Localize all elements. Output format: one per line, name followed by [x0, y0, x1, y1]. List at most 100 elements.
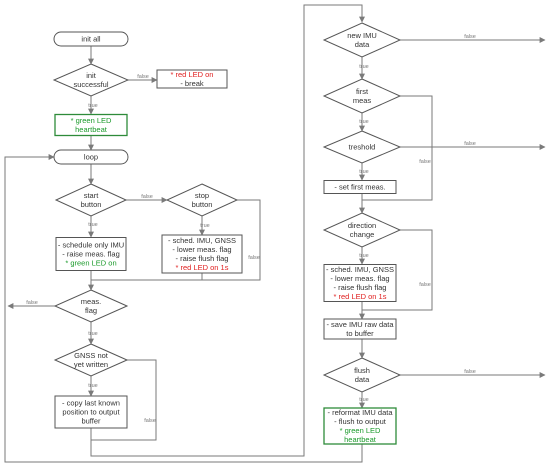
wire-right-exit-return — [4, 154, 363, 463]
loop-terminal-shape — [53, 149, 129, 165]
direction-actions-box-shape — [323, 264, 397, 302]
save-imu-box-shape — [323, 318, 397, 340]
wire-stop-false — [91, 199, 261, 281]
set-first-meas-box-shape — [323, 180, 397, 194]
new-imu-data-decision-text: data — [355, 40, 370, 49]
start-actions-box: - schedule only IMU- raise meas. flag* g… — [55, 237, 127, 271]
treshold-decision-text: treshold — [349, 143, 376, 152]
start-button-decision-shape — [54, 183, 128, 217]
wire-left-bottom-to-right — [90, 4, 365, 457]
start-actions-box-shape — [55, 237, 127, 271]
heartbeat-box-text: heartbeat — [75, 125, 108, 134]
direction-actions-box-text: - raise flush flag — [334, 283, 387, 292]
init-all-terminal-shape — [53, 31, 129, 47]
reformat-box: - reformat IMU data- flush to output* gr… — [323, 407, 397, 445]
loop-terminal: loop — [53, 149, 129, 165]
edge-stop-false: false — [248, 255, 260, 261]
save-imu-box-text: - save IMU raw data — [326, 320, 394, 329]
edge-successful-false: false — [137, 74, 149, 80]
start-button-decision-text: button — [81, 200, 102, 209]
set-first-meas-box: - set first meas. — [323, 180, 397, 194]
edge-start-true: true — [88, 222, 97, 228]
edge-direction-false: false — [419, 282, 431, 288]
treshold-decision: treshold — [322, 130, 402, 164]
copy-position-box-text: position to output — [62, 408, 120, 417]
stop-actions-box-text: * red LED on 1s — [176, 263, 229, 272]
flush-data-decision-shape — [322, 357, 402, 393]
heartbeat-box-shape — [54, 113, 128, 137]
edge-labels: false true false true true false false true true… — [26, 34, 476, 424]
edge-meas-false: false — [26, 300, 38, 306]
loop-terminal-text: loop — [84, 153, 98, 162]
gnss-not-written-decision-shape — [53, 343, 129, 377]
edge-successful-true: true — [88, 103, 97, 109]
reformat-box-text: heartbeat — [344, 435, 377, 444]
edge-treshold-false: false — [464, 141, 476, 147]
reformat-box-shape — [323, 407, 397, 445]
wire-gnss-false — [91, 359, 157, 441]
edge-gnss-false: false — [144, 418, 156, 424]
edge-stop-true: true — [200, 223, 209, 229]
heartbeat-box-text: * green LED — [71, 116, 112, 125]
gnss-not-written-decision-text: yet written — [74, 360, 108, 369]
edge-gnss-true: true — [88, 383, 97, 389]
treshold-decision-shape — [322, 130, 402, 164]
stop-actions-box-text: - lower meas. flag — [172, 245, 231, 254]
stop-button-decision-shape — [165, 183, 239, 217]
init-fail-box-text: - break — [180, 79, 204, 88]
wire-firstmeas-false — [362, 95, 433, 201]
meas-flag-decision-text: flag — [85, 306, 97, 315]
stop-actions-box-text: - raise flush flag — [176, 254, 229, 263]
stop-actions-box: - sched. IMU, GNSS- lower meas. flag- ra… — [161, 234, 243, 274]
start-actions-box-text: * green LED on — [65, 259, 116, 268]
direction-actions-box-text: - lower meas. flag — [330, 274, 389, 283]
start-actions-box-text: - raise meas. flag — [62, 250, 120, 259]
edge-newimu-false: false — [464, 34, 476, 40]
first-meas-decision-text: first — [356, 87, 369, 96]
flush-data-decision-text: data — [355, 375, 370, 384]
edge-firstmeas-true: true — [359, 119, 368, 125]
edge-newimu-true: true — [359, 64, 368, 70]
stop-actions-box-text: - sched. IMU, GNSS — [168, 236, 236, 245]
wire-direction-false — [362, 229, 433, 311]
direction-change-decision-text: change — [350, 230, 375, 239]
first-meas-decision-text: meas — [353, 96, 372, 105]
copy-position-box-text: - copy last known — [62, 399, 120, 408]
edge-flush-true: true — [359, 397, 368, 403]
flush-data-decision-text: flush — [354, 366, 370, 375]
reformat-box-text: - reformat IMU data — [327, 408, 393, 417]
direction-actions-box: - sched. IMU, GNSS- lower meas. flag- ra… — [323, 264, 397, 302]
direction-change-decision-shape — [322, 212, 402, 248]
meas-flag-decision-shape — [53, 289, 129, 323]
first-meas-decision-shape — [322, 78, 402, 114]
edge-direction-true: true — [359, 253, 368, 259]
init-fail-box: * red LED on- break — [156, 69, 228, 89]
direction-change-decision-text: direction — [348, 221, 376, 230]
copy-position-box-text: buffer — [81, 417, 101, 426]
direction-actions-box-text: - sched. IMU, GNSS — [326, 265, 394, 274]
init-fail-box-text: * red LED on — [171, 70, 214, 79]
direction-actions-box-text: * red LED on 1s — [334, 292, 387, 301]
edge-start-false: false — [141, 194, 153, 200]
init-successful-decision-shape — [52, 63, 130, 97]
meas-flag-decision: meas.flag — [53, 289, 129, 323]
edge-firstmeas-false: false — [419, 159, 431, 165]
reformat-box-text: - flush to output — [334, 417, 387, 426]
start-button-decision-text: start — [84, 191, 100, 200]
edge-treshold-true: true — [359, 169, 368, 175]
edge-meas-true: true — [88, 331, 97, 337]
stop-actions-box-shape — [161, 234, 243, 274]
edge-flush-false: false — [464, 369, 476, 375]
